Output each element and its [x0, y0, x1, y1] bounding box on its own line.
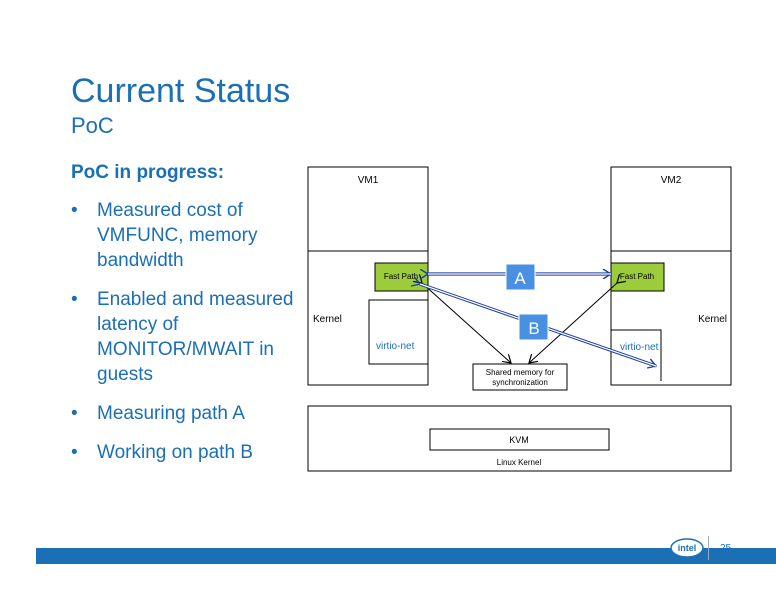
bullet-item: Working on path B	[71, 440, 311, 465]
fast-path-right-label: Fast Path	[620, 272, 654, 281]
bullet-item: Measured cost of VMFUNC, memory bandwidt…	[71, 198, 311, 273]
virtio-left-box	[368, 299, 428, 365]
path-a-label: A	[514, 269, 526, 288]
bullets-heading: PoC in progress:	[71, 162, 225, 183]
kernel-left-label: Kernel	[313, 314, 342, 325]
kvm-label: KVM	[509, 435, 529, 445]
footer-divider	[708, 536, 709, 560]
virtio-right-label: virtio-net	[620, 342, 659, 353]
page-number: 25	[720, 543, 732, 554]
footer-bar	[36, 548, 776, 564]
vm1-label: VM1	[358, 175, 379, 186]
bullet-list: Measured cost of VMFUNC, memory bandwidt…	[71, 198, 311, 479]
fast-path-left-label: Fast Path	[384, 272, 418, 281]
svg-text:intel: intel	[678, 543, 697, 553]
virtio-left-label: virtio-net	[376, 341, 415, 352]
bullet-item: Measuring path A	[71, 401, 311, 426]
page-subtitle: PoC	[71, 113, 114, 138]
vm2-label: VM2	[661, 175, 682, 186]
path-b-label: B	[528, 319, 539, 338]
shared-memory-label-1: Shared memory for	[486, 368, 555, 377]
page-title: Current Status	[71, 72, 291, 110]
linux-kernel-label: Linux Kernel	[497, 458, 542, 467]
bullet-item: Enabled and measured latency of MONITOR/…	[71, 287, 311, 387]
path-b-badge	[518, 313, 549, 341]
intel-logo-icon: intel	[670, 538, 704, 558]
shared-memory-label-2: synchronization	[492, 378, 548, 387]
kernel-right-label: Kernel	[698, 314, 727, 325]
path-a-badge	[505, 263, 536, 291]
kvm-box	[429, 428, 610, 451]
